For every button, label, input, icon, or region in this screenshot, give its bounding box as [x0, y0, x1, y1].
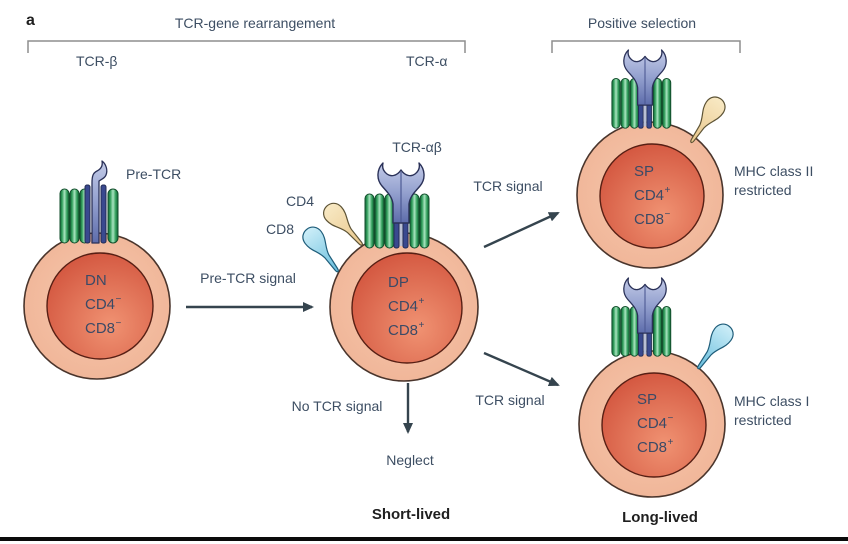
sp8-line-2: CD4− — [637, 413, 674, 432]
sp4-line-2: CD4+ — [634, 185, 671, 204]
dp-line-1: DP — [388, 274, 409, 291]
sp4-line-3: CD8− — [634, 209, 671, 228]
tcr-signal-label-bottom: TCR signal — [475, 392, 545, 408]
cd4-coreceptor-icon-dp — [318, 198, 371, 253]
cd8-label: CD8 — [266, 221, 295, 237]
positive-selection-title: Positive selection — [587, 15, 697, 31]
tcr-ab-receptor-icon-sp4 — [612, 50, 671, 128]
short-lived-label: Short-lived — [371, 506, 451, 523]
tcr-ab-receptor-icon-sp8 — [612, 278, 671, 356]
mhc-class-i-line1: MHC class I — [734, 393, 810, 409]
tcr-gene-rearrangement-bracket — [27, 40, 466, 53]
dn-line-2: CD4− — [85, 294, 122, 313]
tcr-signal-label-top: TCR signal — [473, 178, 543, 194]
dn-line-3: CD8− — [85, 318, 122, 337]
dn-cell-label: DN CD4− CD8− — [85, 267, 121, 339]
no-tcr-signal-label: No TCR signal — [291, 398, 383, 414]
pre-tcr-label: Pre-TCR — [126, 166, 182, 182]
sp8-line-1: SP — [637, 391, 658, 408]
panel-label: a — [26, 12, 35, 29]
dp-cell — [329, 232, 479, 382]
pre-tcr-signal-label: Pre-TCR signal — [200, 270, 296, 286]
dp-cell-label: DP CD4+ CD8+ — [388, 269, 424, 341]
mhc-class-i-annotation: MHC class I restricted — [734, 392, 809, 430]
tcr-beta-stage-label: TCR-β — [76, 53, 118, 69]
dn-cell — [23, 232, 171, 380]
sp4-cell-label: SP CD4+ CD8− — [634, 158, 670, 230]
tcr-ab-receptor-icon-dp — [365, 163, 429, 248]
mhc-class-i-line2: restricted — [734, 412, 792, 428]
tcr-signal-arrow-bottom — [483, 351, 560, 387]
cd4-label: CD4 — [286, 193, 315, 209]
tcr-gene-rearrangement-title: TCR-gene rearrangement — [174, 15, 336, 31]
sp4-line-1: SP — [634, 163, 655, 180]
dp-line-3: CD8+ — [388, 320, 425, 339]
figure-bottom-rule — [0, 537, 848, 541]
mhc-class-ii-annotation: MHC class II restricted — [734, 162, 813, 200]
cd8-coreceptor-icon-dp — [298, 222, 347, 279]
long-lived-label: Long-lived — [622, 509, 698, 526]
dp-line-2: CD4+ — [388, 296, 425, 315]
tcr-ab-label: TCR-αβ — [392, 139, 442, 155]
sp8-line-3: CD8+ — [637, 437, 674, 456]
pre-tcr-receptor-icon — [60, 161, 118, 243]
tcr-alpha-stage-label: TCR-α — [406, 53, 448, 69]
dn-line-1: DN — [85, 272, 107, 289]
neglect-label: Neglect — [386, 452, 434, 468]
tcr-signal-arrow-top — [483, 211, 560, 249]
sp8-cell — [578, 350, 726, 498]
mhc-class-ii-line2: restricted — [734, 182, 792, 198]
mhc-class-ii-line1: MHC class II — [734, 163, 814, 179]
positive-selection-bracket — [551, 40, 741, 53]
sp8-cell-label: SP CD4− CD8+ — [637, 386, 673, 458]
